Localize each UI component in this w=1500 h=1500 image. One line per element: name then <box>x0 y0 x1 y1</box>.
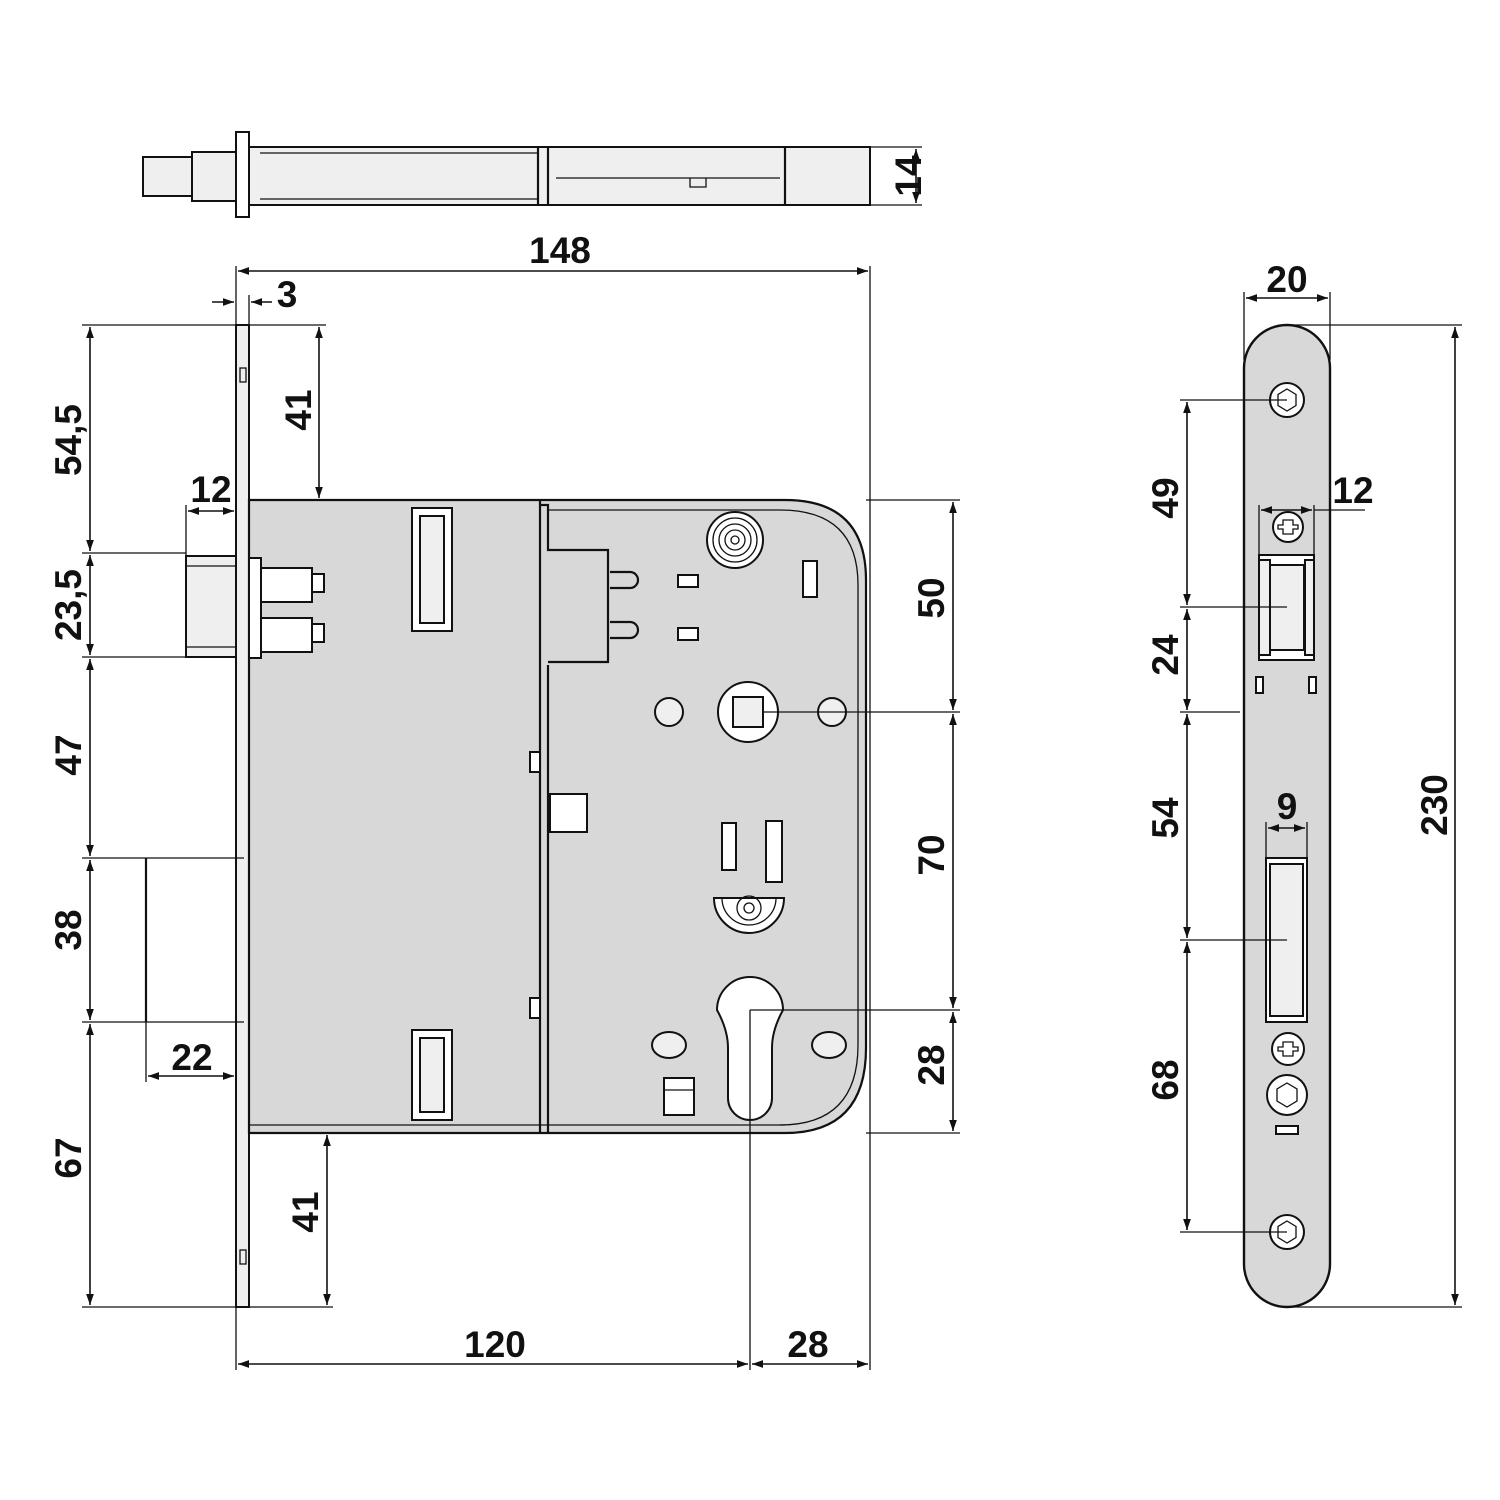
top-thickness-dimension: 14 <box>870 146 929 206</box>
latch-bolt <box>185 555 237 658</box>
top-thickness-label: 14 <box>888 155 929 197</box>
plate-height-label: 230 <box>1414 774 1455 836</box>
case-screw-top <box>706 511 764 569</box>
front-view <box>144 324 868 1308</box>
bottom-to-case-label: 41 <box>285 1191 326 1232</box>
plate-latch-height-label: 24 <box>1145 634 1186 676</box>
plate-latch-width-label: 12 <box>1332 470 1373 511</box>
follower-to-cylinder-label: 70 <box>911 834 952 875</box>
latch-height-label: 23,5 <box>48 569 89 641</box>
plate-top-screw-label: 49 <box>1145 477 1186 518</box>
backset-label: 120 <box>464 1324 526 1365</box>
case-screw-bottom <box>712 895 786 934</box>
deadbolt-height-label: 38 <box>48 909 89 950</box>
right-backset-label: 28 <box>787 1324 828 1365</box>
faceplate <box>235 324 250 1308</box>
faceplate-thickness-label: 3 <box>277 274 298 315</box>
latch-to-bolt-label: 47 <box>48 734 89 775</box>
plate-width-label: 20 <box>1266 259 1307 300</box>
top-to-case-label: 41 <box>278 389 319 430</box>
left-top-offset-label: 54,5 <box>48 404 89 476</box>
latch-width-label: 12 <box>190 469 231 510</box>
bottom-offset-label: 67 <box>48 1137 89 1178</box>
plate-bolt-width-label: 9 <box>1277 786 1298 827</box>
faceplate-dimensions: 20 230 12 49 24 54 68 9 <box>1145 259 1462 1308</box>
plate-to-bolt-label: 54 <box>1145 797 1186 839</box>
front-dimensions: 148 3 54,5 23,5 47 38 67 41 12 22 <box>48 230 960 1370</box>
case-top-to-follower-label: 50 <box>911 577 952 618</box>
top-view <box>142 131 871 218</box>
total-width-label: 148 <box>529 230 591 271</box>
plate-bottom-label: 68 <box>1145 1059 1186 1100</box>
deadbolt-throw-label: 22 <box>171 1037 212 1078</box>
cylinder-to-bottom-label: 28 <box>911 1044 952 1085</box>
